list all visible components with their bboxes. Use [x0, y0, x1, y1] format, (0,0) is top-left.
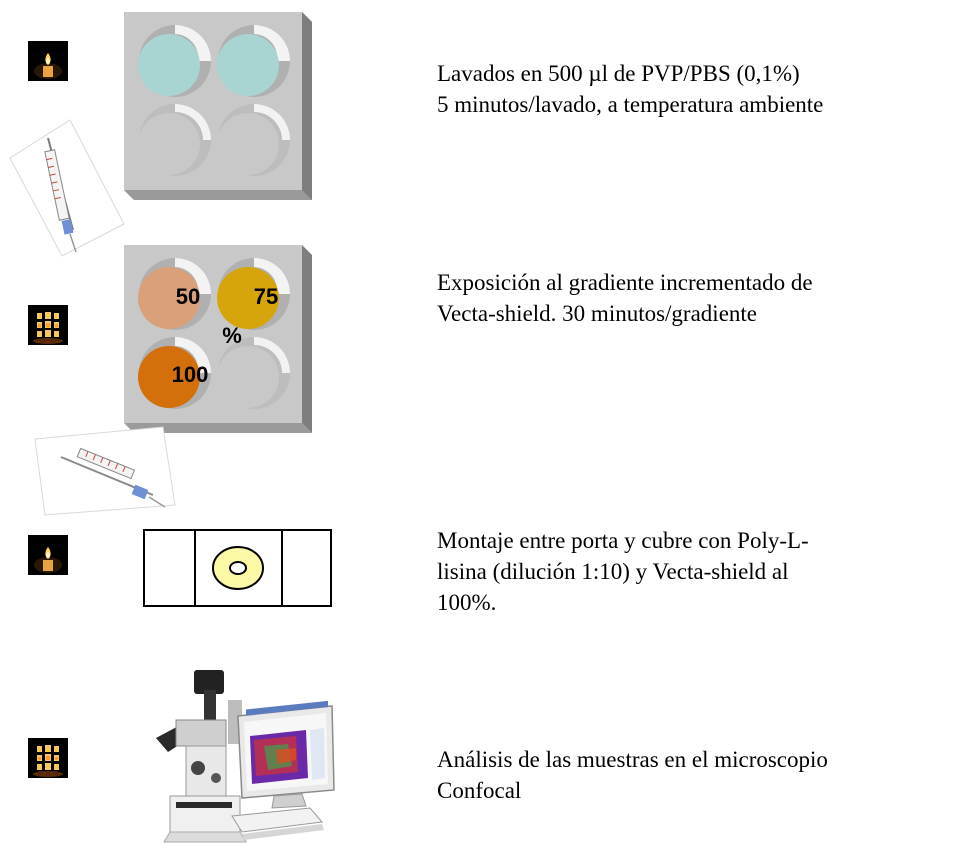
lantern-icon [28, 305, 68, 345]
step-3-text: Montaje entre porta y cubre con Poly-L- … [437, 525, 809, 618]
confocal-microscope-image [146, 660, 346, 860]
step-1-line-1: Lavados en 500 µl de PVP/PBS (0,1%) [437, 61, 800, 86]
syringe-image [8, 118, 126, 263]
well-75 [217, 258, 290, 330]
microscope [156, 670, 247, 843]
slide-with-coverslip [143, 529, 333, 614]
step-3-line-3: 100%. [437, 590, 497, 615]
step-2-line-1: Exposición al gradiente incrementado de [437, 270, 813, 295]
step-2-line-2: Vecta-shield. 30 minutos/gradiente [437, 301, 758, 326]
well-empty [217, 337, 290, 409]
well-label-50: 50 [176, 284, 200, 309]
lantern-icon [28, 738, 68, 778]
step-2-text: Exposición al gradiente incrementado de … [437, 267, 813, 329]
well-label-100: 100 [172, 362, 209, 387]
coverslip-drop [212, 546, 264, 590]
step-3-line-2: lisina (dilución 1:10) y Vecta-shield al [437, 559, 789, 584]
percent-label: % [222, 323, 242, 348]
well-plate-wash [124, 12, 314, 207]
monitor [237, 700, 335, 809]
well-bottom-left [138, 104, 211, 176]
candle-icon [28, 535, 68, 575]
syringe-image-2 [33, 425, 178, 522]
step-1-line-2: 5 minutos/lavado, a temperatura ambiente [437, 92, 824, 117]
step-4-line-2: Confocal [437, 778, 522, 803]
well-top-left [138, 25, 211, 97]
well-bottom-right [217, 104, 290, 176]
keyboard [231, 807, 324, 840]
well-50 [138, 258, 211, 330]
well-top-right [217, 25, 290, 97]
candle-icon [28, 41, 68, 81]
well-100 [138, 337, 211, 409]
well-plate-gradient: 50 75 % 100 [124, 245, 314, 440]
step-1-text: Lavados en 500 µl de PVP/PBS (0,1%) 5 mi… [437, 58, 823, 120]
step-3-line-1: Montaje entre porta y cubre con Poly-L- [437, 528, 809, 553]
well-label-75: 75 [254, 284, 278, 309]
step-4-text: Análisis de las muestras en el microscop… [437, 744, 828, 806]
step-4-line-1: Análisis de las muestras en el microscop… [437, 747, 828, 772]
